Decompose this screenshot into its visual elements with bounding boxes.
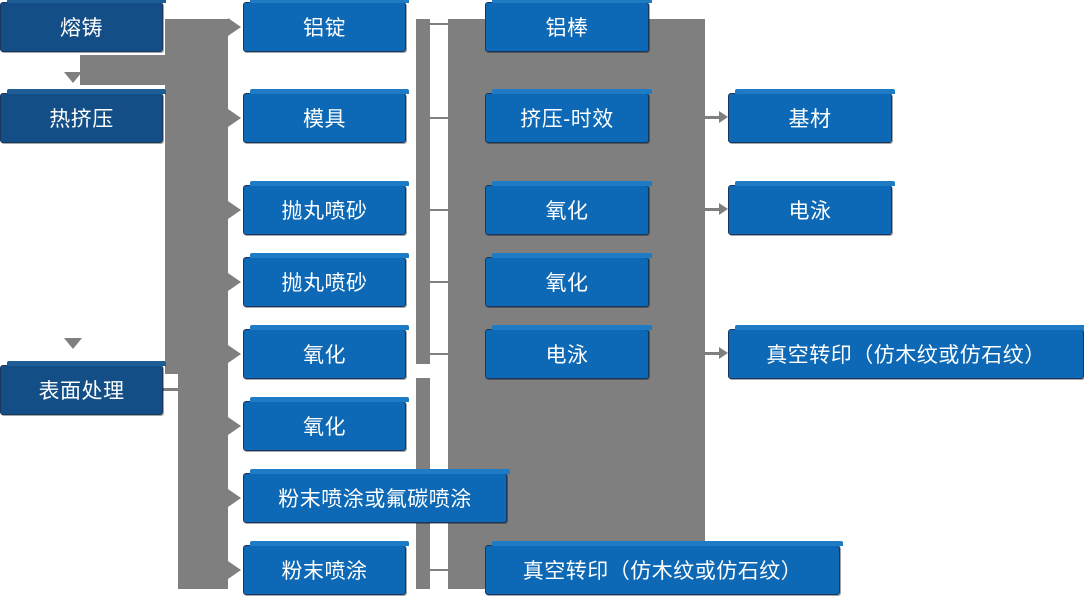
box-edge-highlight [250,253,409,258]
node-c4-2[interactable]: 电泳 [728,181,895,235]
connector-band-stage-to-col2-lower [178,374,228,589]
box-edge-highlight [735,89,895,94]
node-label: 电泳 [545,344,589,367]
box-edge-highlight [250,89,409,94]
rail-tick-2 [430,117,452,119]
node-label: 真空转印（仿木纹或仿石纹） [766,344,1046,367]
arrow-to-c2-1 [228,18,241,36]
box-edge-highlight [735,325,1084,330]
node-label: 热挤压 [49,108,114,131]
node-c3-2[interactable]: 挤压-时效 [485,89,652,143]
node-label: 铝锭 [303,17,346,40]
node-label: 粉末喷涂 [281,560,368,583]
node-label: 氧化 [303,344,346,367]
rail-tick-6 [430,569,452,571]
arrow-head-c3-2-to-c4-1 [719,111,728,123]
rail-tick-3 [430,209,452,211]
node-label: 真空转印（仿木纹或仿石纹） [522,560,803,583]
node-c2-1[interactable]: 铝锭 [243,0,409,52]
box-edge-highlight [250,181,409,186]
connector-band-stage-to-col2-upper [165,19,228,374]
node-label: 抛丸喷砂 [281,200,368,223]
box-edge-highlight [250,469,510,474]
arrow-stage2-to-stage3 [64,338,82,349]
node-label: 粉末喷涂或氟碳喷涂 [278,488,472,511]
box-edge-highlight [7,0,166,3]
rail-tick-5 [430,353,452,355]
arrow-to-c2-7 [228,489,241,507]
node-label: 挤压-时效 [520,108,614,131]
node-c2-8[interactable]: 粉末喷涂 [243,541,409,595]
node-c2-2[interactable]: 模具 [243,89,409,143]
arrow-to-c2-3 [228,201,241,219]
box-edge-highlight [492,253,652,258]
box-edge-highlight [250,397,409,402]
node-c2-4[interactable]: 抛丸喷砂 [243,253,409,307]
arrow-stage1-to-stage2 [64,72,82,83]
node-stage-3[interactable]: 表面处理 [0,361,166,415]
node-c2-5[interactable]: 氧化 [243,325,409,379]
arrow-to-c2-5 [228,345,241,363]
node-c3-1[interactable]: 铝棒 [485,0,652,52]
arrow-to-c2-8 [228,561,241,579]
box-edge-highlight [492,325,652,330]
node-label: 铝棒 [545,17,589,40]
box-edge-highlight [250,325,409,330]
node-label: 氧化 [303,416,346,439]
connector-band-stage-to-col2-left-upper [80,55,170,85]
box-edge-highlight [492,0,652,3]
node-c2-6[interactable]: 氧化 [243,397,409,451]
box-edge-highlight [735,181,895,186]
node-c4-1[interactable]: 基材 [728,89,895,143]
arrow-line-c3-5-to-c4-3 [705,352,719,355]
node-label: 抛丸喷砂 [281,272,368,295]
node-c4-3[interactable]: 真空转印（仿木纹或仿石纹） [728,325,1084,379]
node-label: 表面处理 [38,380,125,403]
box-edge-highlight [492,541,843,546]
rail-tick-4 [430,281,452,283]
node-c2-7[interactable]: 粉末喷涂或氟碳喷涂 [243,469,510,523]
rail-tick-1 [430,23,452,25]
box-edge-highlight [250,0,409,3]
node-stage-2[interactable]: 热挤压 [0,89,166,143]
arrow-to-c2-2 [228,109,241,127]
arrow-to-c2-6 [228,417,241,435]
arrow-head-c3-3-to-c4-2 [719,203,728,215]
connector-rail-col2-to-col3-upper [416,19,430,364]
node-label: 熔铸 [60,17,103,40]
box-edge-highlight [7,361,166,366]
node-c3-3[interactable]: 氧化 [485,181,652,235]
node-c3-6[interactable]: 真空转印（仿木纹或仿石纹） [485,541,843,595]
box-edge-highlight [492,89,652,94]
node-label: 氧化 [545,272,589,295]
node-label: 电泳 [788,200,832,223]
connector-band-stage3-stub [163,388,183,391]
node-label: 模具 [303,108,346,131]
node-stage-1[interactable]: 熔铸 [0,0,166,52]
arrow-to-c2-4 [228,273,241,291]
arrow-line-c3-2-to-c4-1 [705,116,719,119]
arrow-line-c3-3-to-c4-2 [705,208,719,211]
box-edge-highlight [250,541,409,546]
box-edge-highlight [492,181,652,186]
node-c3-4[interactable]: 氧化 [485,253,652,307]
node-label: 基材 [788,108,832,131]
node-label: 氧化 [545,200,589,223]
box-edge-highlight [7,89,166,94]
node-c3-5[interactable]: 电泳 [485,325,652,379]
arrow-head-c3-5-to-c4-3 [719,347,728,359]
node-c2-3[interactable]: 抛丸喷砂 [243,181,409,235]
